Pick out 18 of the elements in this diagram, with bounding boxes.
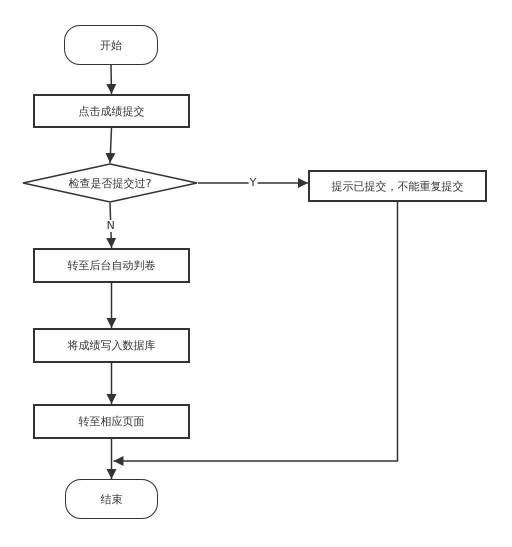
arrow [106, 64, 116, 94]
process-box: 将成绩写入数据库 [33, 328, 190, 363]
process-box: 点击成绩提交 [33, 94, 190, 128]
terminal-box: 开始 [64, 25, 158, 65]
arrow [114, 202, 398, 466]
arrow [105, 128, 116, 164]
arrow [106, 439, 116, 479]
terminal-box: 结束 [65, 479, 158, 519]
arrow [106, 363, 116, 404]
process-box: 转至相应页面 [33, 404, 190, 439]
process-box: 提示已提交，不能重复提交 [308, 170, 487, 202]
arrow [106, 283, 116, 328]
edge-label: N [106, 220, 116, 232]
decision-diamond: 检查是否提交过? [22, 163, 198, 203]
process-box: 转至后台自动判卷 [33, 248, 190, 283]
edge-label: Y [248, 177, 258, 189]
arrow [198, 178, 308, 188]
arrow [106, 202, 116, 248]
